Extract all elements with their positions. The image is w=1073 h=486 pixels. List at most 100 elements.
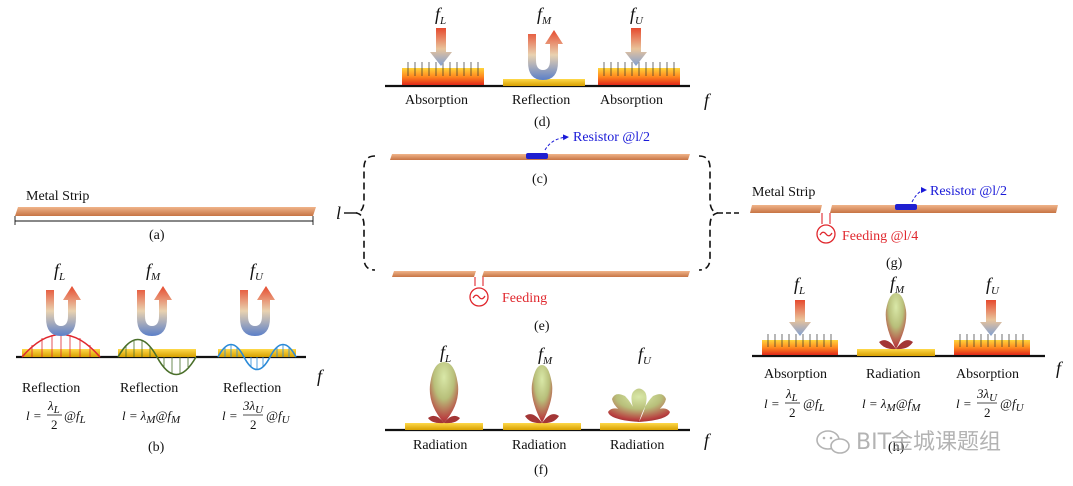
panel-g-resistor-pointer — [911, 187, 927, 203]
panel-h-freq-U: fU — [986, 274, 1000, 297]
panel-g-caption: (g) — [886, 256, 903, 271]
panel-g-feed-wire — [821, 213, 831, 224]
panel-e-strip-right — [482, 271, 690, 277]
panel-h: f fL Absorption l = λL 2 @fL fM Radiatio… — [752, 273, 1064, 455]
panel-b-gold-U — [218, 349, 296, 357]
panel-h-formula-U-num: 3λU — [976, 386, 998, 404]
panel-b-mode-U: Reflection — [223, 381, 281, 396]
panel-d-freq-M: fM — [537, 4, 552, 27]
panel-b-formula-U-post: @fU — [266, 408, 291, 426]
panel-b-mode-L: Reflection — [22, 381, 80, 396]
panel-a: Metal Strip (a) — [14, 189, 316, 243]
panel-g-strip-right — [830, 205, 1058, 213]
panel-b-freq-M: fM — [146, 260, 161, 283]
panel-e-feed-wire — [474, 277, 484, 286]
panel-f-mode-L: Radiation — [413, 438, 467, 453]
panel-e-feed-source — [469, 287, 489, 307]
panel-c-resistor-pointer — [544, 134, 569, 151]
panel-h-incident-arrow-L — [789, 300, 811, 336]
panel-d-absorber-left — [402, 68, 484, 85]
panel-f-gold-L — [405, 423, 483, 430]
panel-d-caption: (d) — [534, 115, 551, 130]
panel-e-caption: (e) — [534, 319, 550, 334]
panel-e: Feeding (e) — [392, 271, 690, 334]
panel-h-absorber-L — [762, 340, 838, 355]
panel-d: f fL Absorption fM Reflection fU Absorpt… — [385, 4, 712, 130]
panel-h-formula-U-post: @fU — [1000, 396, 1025, 414]
panel-f-freq-U: fU — [638, 344, 652, 367]
panel-g: Metal Strip Resistor @l/2 Feeding @l/4 (… — [750, 184, 1058, 271]
panel-b-formula-U-den: 2 — [250, 417, 257, 432]
panel-b-mode-M: Reflection — [120, 381, 178, 396]
panel-f-freq-L: fL — [440, 342, 451, 365]
panel-e-feed-label: Feeding — [502, 291, 547, 306]
panel-f-mode-U: Radiation — [610, 438, 664, 453]
panel-g-resistor-label: Resistor @l/2 — [930, 184, 1007, 199]
panel-a-caption: (a) — [149, 228, 165, 243]
length-symbol: l — [336, 203, 341, 223]
panel-b-reflect-arrow-L — [46, 286, 81, 336]
right-brace — [698, 155, 719, 271]
panel-d-incident-arrow-left — [430, 28, 452, 66]
panel-b-formula-U-pre: l = — [222, 408, 238, 423]
panel-f-freq-M: fM — [538, 344, 553, 367]
panel-b-formula-L-den: 2 — [51, 417, 58, 432]
panel-h-formula-U-den: 2 — [984, 405, 991, 420]
panel-g-resistor — [895, 204, 917, 210]
panel-f-gold-M — [503, 423, 581, 430]
panel-f-mode-M: Radiation — [512, 438, 566, 453]
panel-b-freq-U: fU — [250, 260, 264, 283]
panel-d-freq-L: fL — [435, 4, 446, 27]
panel-f: f fL Radiation fM Radiation fU Radiation… — [385, 342, 712, 478]
panel-d-mode-M: Reflection — [512, 93, 570, 108]
panel-f-gold-U — [600, 423, 678, 430]
panel-d-incident-arrow-right — [625, 28, 647, 66]
panel-b-current-M — [117, 338, 197, 376]
panel-h-formula-L-pre: l = — [764, 396, 780, 411]
panel-h-axis-symbol: f — [1056, 358, 1064, 378]
panel-h-lobe-M — [885, 293, 907, 349]
panel-h-absorber-U — [954, 340, 1030, 355]
panel-a-strip — [15, 207, 316, 216]
wechat-icon — [816, 430, 850, 454]
panel-c-resistor-label: Resistor @l/2 — [573, 130, 650, 145]
panel-b-axis-symbol: f — [317, 366, 325, 386]
panel-a-label: Metal Strip — [26, 189, 89, 204]
panel-h-mode-L: Absorption — [764, 367, 827, 382]
panel-h-formula-L-den: 2 — [789, 405, 796, 420]
panel-b-formula-U-num: 3λU — [242, 398, 264, 416]
panel-f-lobe-L — [429, 362, 459, 423]
panel-h-formula-L-num: λL — [785, 386, 798, 404]
panel-f-lobe-M — [531, 365, 553, 423]
left-brace — [355, 155, 376, 271]
panel-b-formula-L-pre: l = — [26, 408, 42, 423]
panel-d-freq-U: fU — [630, 4, 644, 27]
panel-c-caption: (c) — [532, 172, 548, 187]
panel-h-mode-M: Radiation — [866, 367, 920, 382]
panel-b-caption: (b) — [148, 440, 165, 455]
panel-b-reflect-arrow-U — [240, 286, 275, 336]
panel-g-feed-source — [816, 224, 836, 244]
panel-h-formula-L-post: @fL — [803, 396, 825, 414]
panel-b: f fL Reflection l = λL 2 @fL fM Reflecti… — [16, 260, 325, 455]
panel-h-incident-arrow-U — [980, 300, 1002, 336]
watermark-text: BIT金城课题组 — [856, 430, 1001, 455]
panel-h-caption: (h) — [888, 440, 905, 455]
watermark: BIT金城课题组 — [816, 430, 1001, 455]
panel-g-strip-left — [750, 205, 822, 213]
panel-b-formula-L-num: λL — [47, 398, 60, 416]
panel-g-feed-label: Feeding @l/4 — [842, 229, 918, 244]
panel-h-gold-M — [857, 349, 935, 356]
panel-e-strip-left — [392, 271, 476, 277]
panel-b-formula-M: l =λM@fM — [122, 408, 181, 426]
panel-b-freq-L: fL — [54, 260, 65, 283]
panel-h-freq-L: fL — [794, 274, 805, 297]
panel-b-reflect-arrow-M — [137, 286, 172, 336]
panel-b-formula-L-post: @fL — [64, 408, 86, 426]
panel-c-resistor — [526, 153, 548, 159]
panel-f-caption: (f) — [534, 463, 548, 478]
panel-d-reflect-arrow — [528, 30, 563, 80]
panel-c: Resistor @l/2 (c) — [390, 130, 690, 187]
